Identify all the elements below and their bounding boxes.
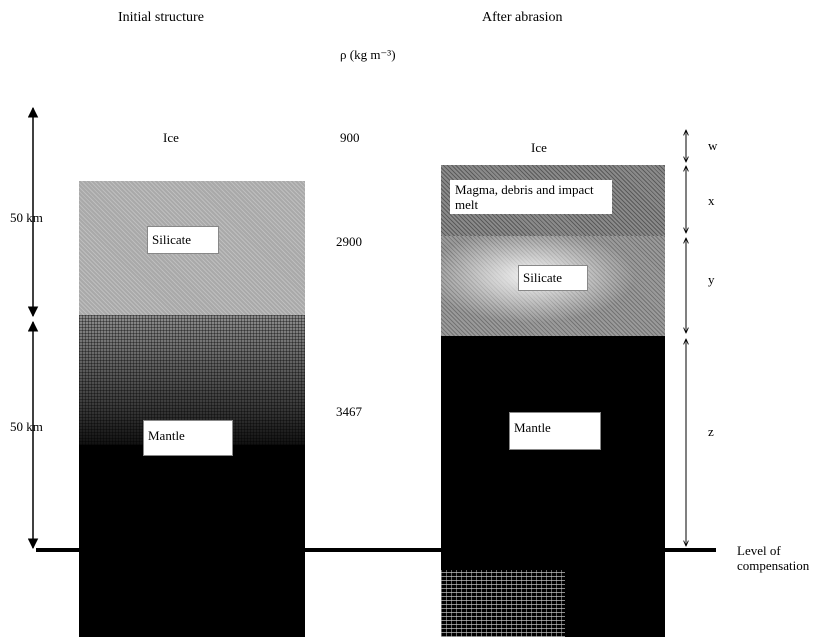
layer-symbol-z: z [708,424,714,439]
right-mantle-texture [441,570,565,637]
layer-symbol-w: w [708,138,718,153]
header-initial-structure: Initial structure [118,10,204,25]
right-magma-label: Magma, debris and impact melt [450,180,612,214]
left-ice-label: Ice [163,130,179,145]
right-silicate-layer [441,236,665,336]
right-ice-label: Ice [531,140,547,155]
left-silicate-label: Silicate [147,226,219,254]
left-mantle-label: Mantle [143,420,233,456]
density-silicate: 2900 [336,234,362,249]
right-mantle-label: Mantle [509,412,601,450]
layer-symbol-y: y [708,272,715,287]
density-ice: 900 [340,130,360,145]
level-of-compensation-label: Level of compensation [737,543,810,573]
right-silicate-label: Silicate [518,265,588,291]
header-after-abrasion: After abrasion [482,10,563,25]
left-mantle-layer [79,445,305,637]
density-header: ρ (kg m⁻³) [340,47,396,62]
layer-symbol-x: x [708,193,715,208]
density-mantle: 3467 [336,404,362,419]
